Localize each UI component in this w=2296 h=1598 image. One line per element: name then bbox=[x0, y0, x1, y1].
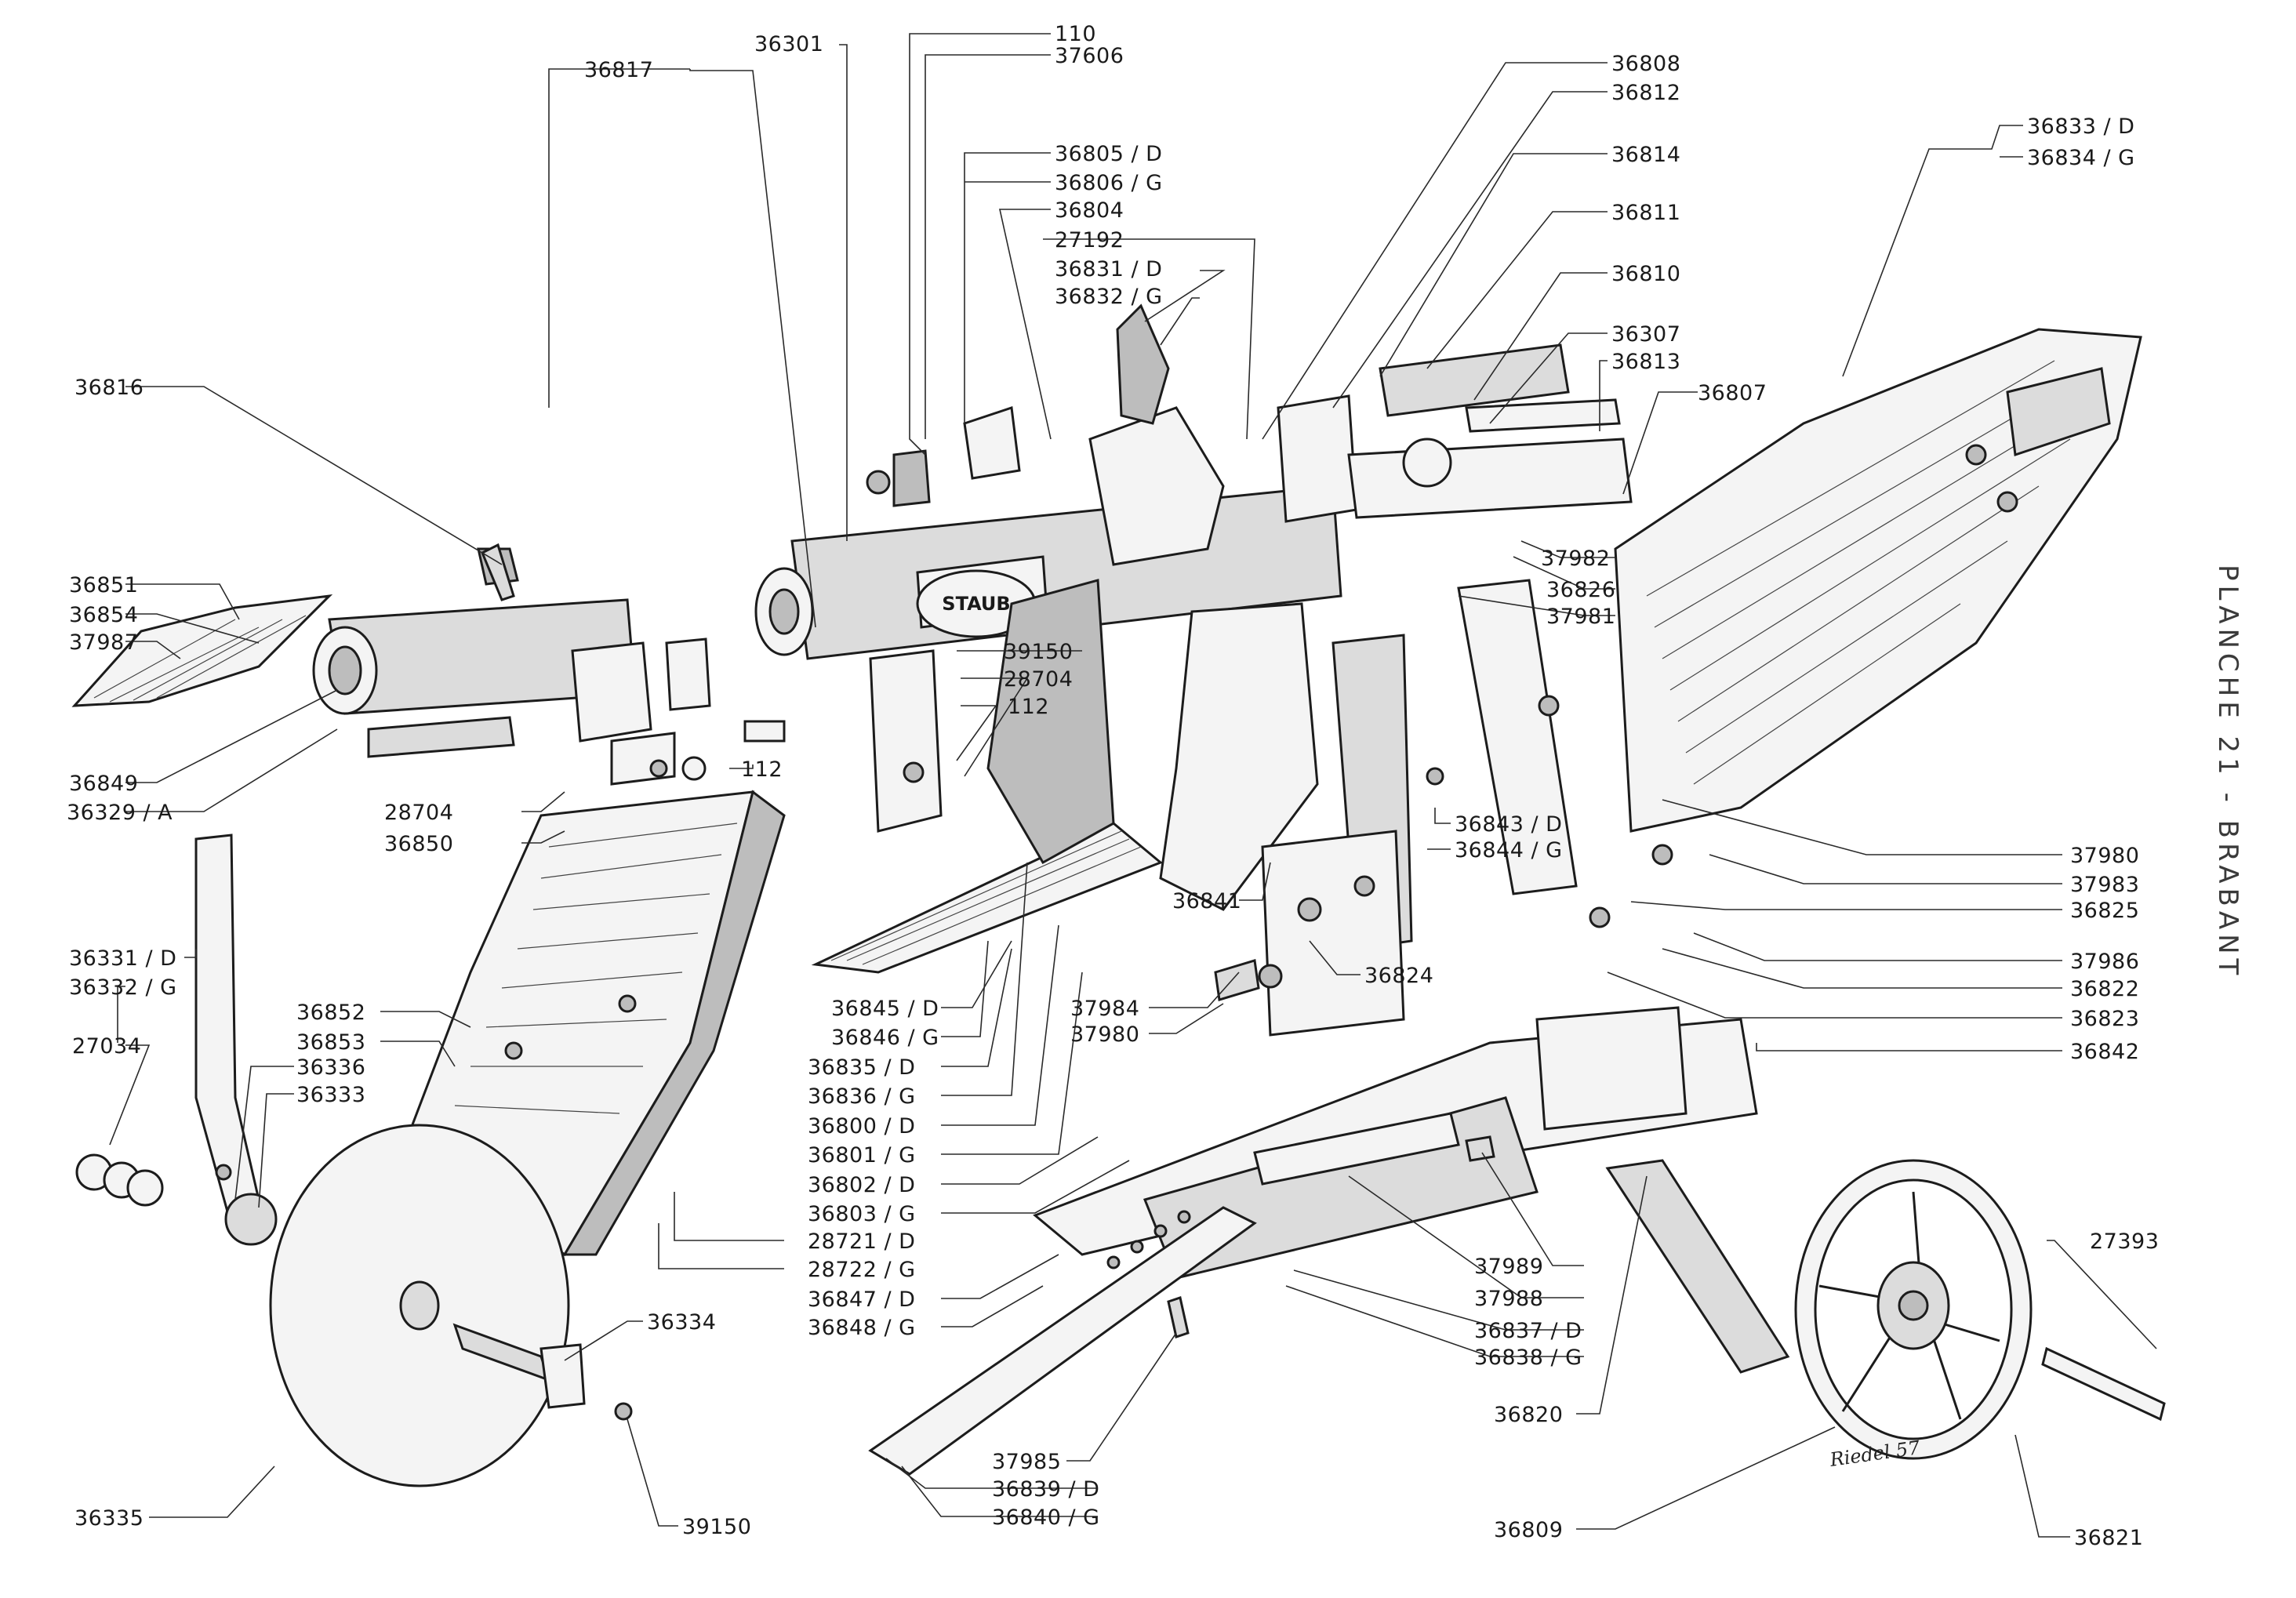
label-36809: 36809 bbox=[1494, 1518, 1563, 1542]
label-36816: 36816 bbox=[74, 376, 144, 400]
label-37606: 37606 bbox=[1055, 44, 1124, 68]
label-36839-d: 36839 / D bbox=[992, 1477, 1099, 1502]
label-36821: 36821 bbox=[2074, 1526, 2143, 1550]
label-36823: 36823 bbox=[2070, 1007, 2139, 1031]
label-37980-mid: 37980 bbox=[1070, 1022, 1139, 1047]
label-37986: 37986 bbox=[2070, 950, 2139, 974]
staub-brand-plate: STAUB bbox=[916, 569, 1037, 638]
label-36805-d: 36805 / D bbox=[1055, 142, 1162, 166]
leader-lines bbox=[109, 33, 2157, 1538]
label-36332-g: 36332 / G bbox=[69, 975, 177, 1000]
label-36831-d: 36831 / D bbox=[1055, 257, 1162, 281]
label-36810: 36810 bbox=[1611, 262, 1680, 286]
label-27393: 27393 bbox=[2090, 1229, 2159, 1254]
label-36820: 36820 bbox=[1494, 1403, 1563, 1427]
label-36336: 36336 bbox=[296, 1055, 365, 1080]
label-37984: 37984 bbox=[1070, 997, 1139, 1021]
label-36836-g: 36836 / G bbox=[808, 1084, 916, 1109]
label-36834-g: 36834 / G bbox=[2027, 146, 2135, 170]
label-36813: 36813 bbox=[1611, 350, 1680, 374]
label-28704-top: 28704 bbox=[1004, 667, 1073, 692]
label-36811: 36811 bbox=[1611, 201, 1680, 225]
label-37982: 37982 bbox=[1541, 547, 1610, 571]
label-36808: 36808 bbox=[1611, 52, 1680, 76]
label-27034: 27034 bbox=[72, 1034, 141, 1059]
label-36814: 36814 bbox=[1611, 143, 1680, 167]
label-27192: 27192 bbox=[1055, 228, 1124, 252]
label-36841: 36841 bbox=[1172, 889, 1241, 913]
label-36843-d: 36843 / D bbox=[1455, 812, 1562, 837]
label-37988: 37988 bbox=[1474, 1287, 1543, 1311]
right-mouldboard bbox=[1614, 328, 2142, 833]
label-36854: 36854 bbox=[69, 603, 138, 627]
label-36845-d: 36845 / D bbox=[831, 997, 939, 1021]
label-36806-g: 36806 / G bbox=[1055, 171, 1163, 195]
label-110: 110 bbox=[1055, 22, 1096, 46]
label-37989: 37989 bbox=[1474, 1255, 1543, 1279]
label-36838-g: 36838 / G bbox=[1474, 1346, 1582, 1370]
landside-skid bbox=[1033, 1006, 1758, 1280]
label-36804: 36804 bbox=[1055, 198, 1124, 223]
label-36812: 36812 bbox=[1611, 81, 1680, 105]
label-36825: 36825 bbox=[2070, 899, 2139, 923]
label-36832-g: 36832 / G bbox=[1055, 285, 1163, 309]
depth-wheel bbox=[1605, 1159, 2166, 1460]
label-36802-d: 36802 / D bbox=[808, 1173, 915, 1197]
left-mouldboard bbox=[406, 790, 786, 1257]
label-36847-d: 36847 / D bbox=[808, 1287, 915, 1312]
coulter-disc bbox=[269, 1124, 633, 1487]
label-36822: 36822 bbox=[2070, 977, 2139, 1001]
label-36333: 36333 bbox=[296, 1083, 365, 1107]
label-28704-left: 28704 bbox=[384, 801, 453, 825]
brand-plate-text: STAUB bbox=[942, 593, 1010, 615]
label-36840-g: 36840 / G bbox=[992, 1505, 1100, 1530]
central-frame bbox=[1159, 579, 1578, 1037]
label-37985: 37985 bbox=[992, 1450, 1061, 1474]
label-36833-d: 36833 / D bbox=[2027, 114, 2134, 139]
label-28722-g: 28722 / G bbox=[808, 1258, 916, 1282]
label-36849: 36849 bbox=[69, 772, 138, 796]
label-36331-d: 36331 / D bbox=[69, 946, 176, 971]
label-37983: 37983 bbox=[2070, 873, 2139, 897]
plate-title: PLANCHE 21 - BRABANT bbox=[2212, 565, 2243, 979]
label-28721-d: 28721 / D bbox=[808, 1229, 915, 1254]
label-36826: 36826 bbox=[1546, 578, 1615, 602]
label-39150-top: 39150 bbox=[1004, 640, 1073, 664]
fasteners bbox=[481, 543, 1673, 1338]
label-36329-a: 36329 / A bbox=[67, 801, 173, 825]
label-37981: 37981 bbox=[1546, 605, 1615, 629]
label-36801-g: 36801 / G bbox=[808, 1143, 916, 1168]
label-36301: 36301 bbox=[754, 32, 823, 56]
label-36850: 36850 bbox=[384, 832, 453, 856]
label-36842: 36842 bbox=[2070, 1040, 2139, 1064]
label-36848-g: 36848 / G bbox=[808, 1316, 916, 1340]
label-36803-g: 36803 / G bbox=[808, 1202, 916, 1226]
long-share-blade bbox=[868, 1206, 1257, 1476]
plough-drawing: STAUB bbox=[71, 303, 2166, 1487]
label-36851: 36851 bbox=[69, 573, 138, 597]
label-36844-g: 36844 / G bbox=[1455, 838, 1563, 863]
label-36334: 36334 bbox=[647, 1310, 716, 1335]
label-36846-g: 36846 / G bbox=[831, 1026, 939, 1050]
label-39150-bottom: 39150 bbox=[682, 1515, 751, 1539]
label-36824: 36824 bbox=[1364, 964, 1433, 988]
label-37987: 37987 bbox=[69, 630, 138, 655]
label-36800-d: 36800 / D bbox=[808, 1114, 915, 1139]
label-112-left: 112 bbox=[741, 757, 783, 782]
label-36817: 36817 bbox=[584, 58, 653, 82]
label-36807: 36807 bbox=[1698, 381, 1767, 405]
label-112-top: 112 bbox=[1008, 695, 1049, 719]
label-36307: 36307 bbox=[1611, 322, 1680, 347]
label-37980-right: 37980 bbox=[2070, 844, 2139, 868]
label-36837-d: 36837 / D bbox=[1474, 1319, 1582, 1343]
label-36335: 36335 bbox=[74, 1506, 144, 1531]
label-36853: 36853 bbox=[296, 1030, 365, 1055]
label-36835-d: 36835 / D bbox=[808, 1055, 915, 1080]
part-labels: 36301 110 37606 36817 36805 / D 36806 / … bbox=[67, 22, 2159, 1550]
label-36852: 36852 bbox=[296, 1001, 365, 1025]
